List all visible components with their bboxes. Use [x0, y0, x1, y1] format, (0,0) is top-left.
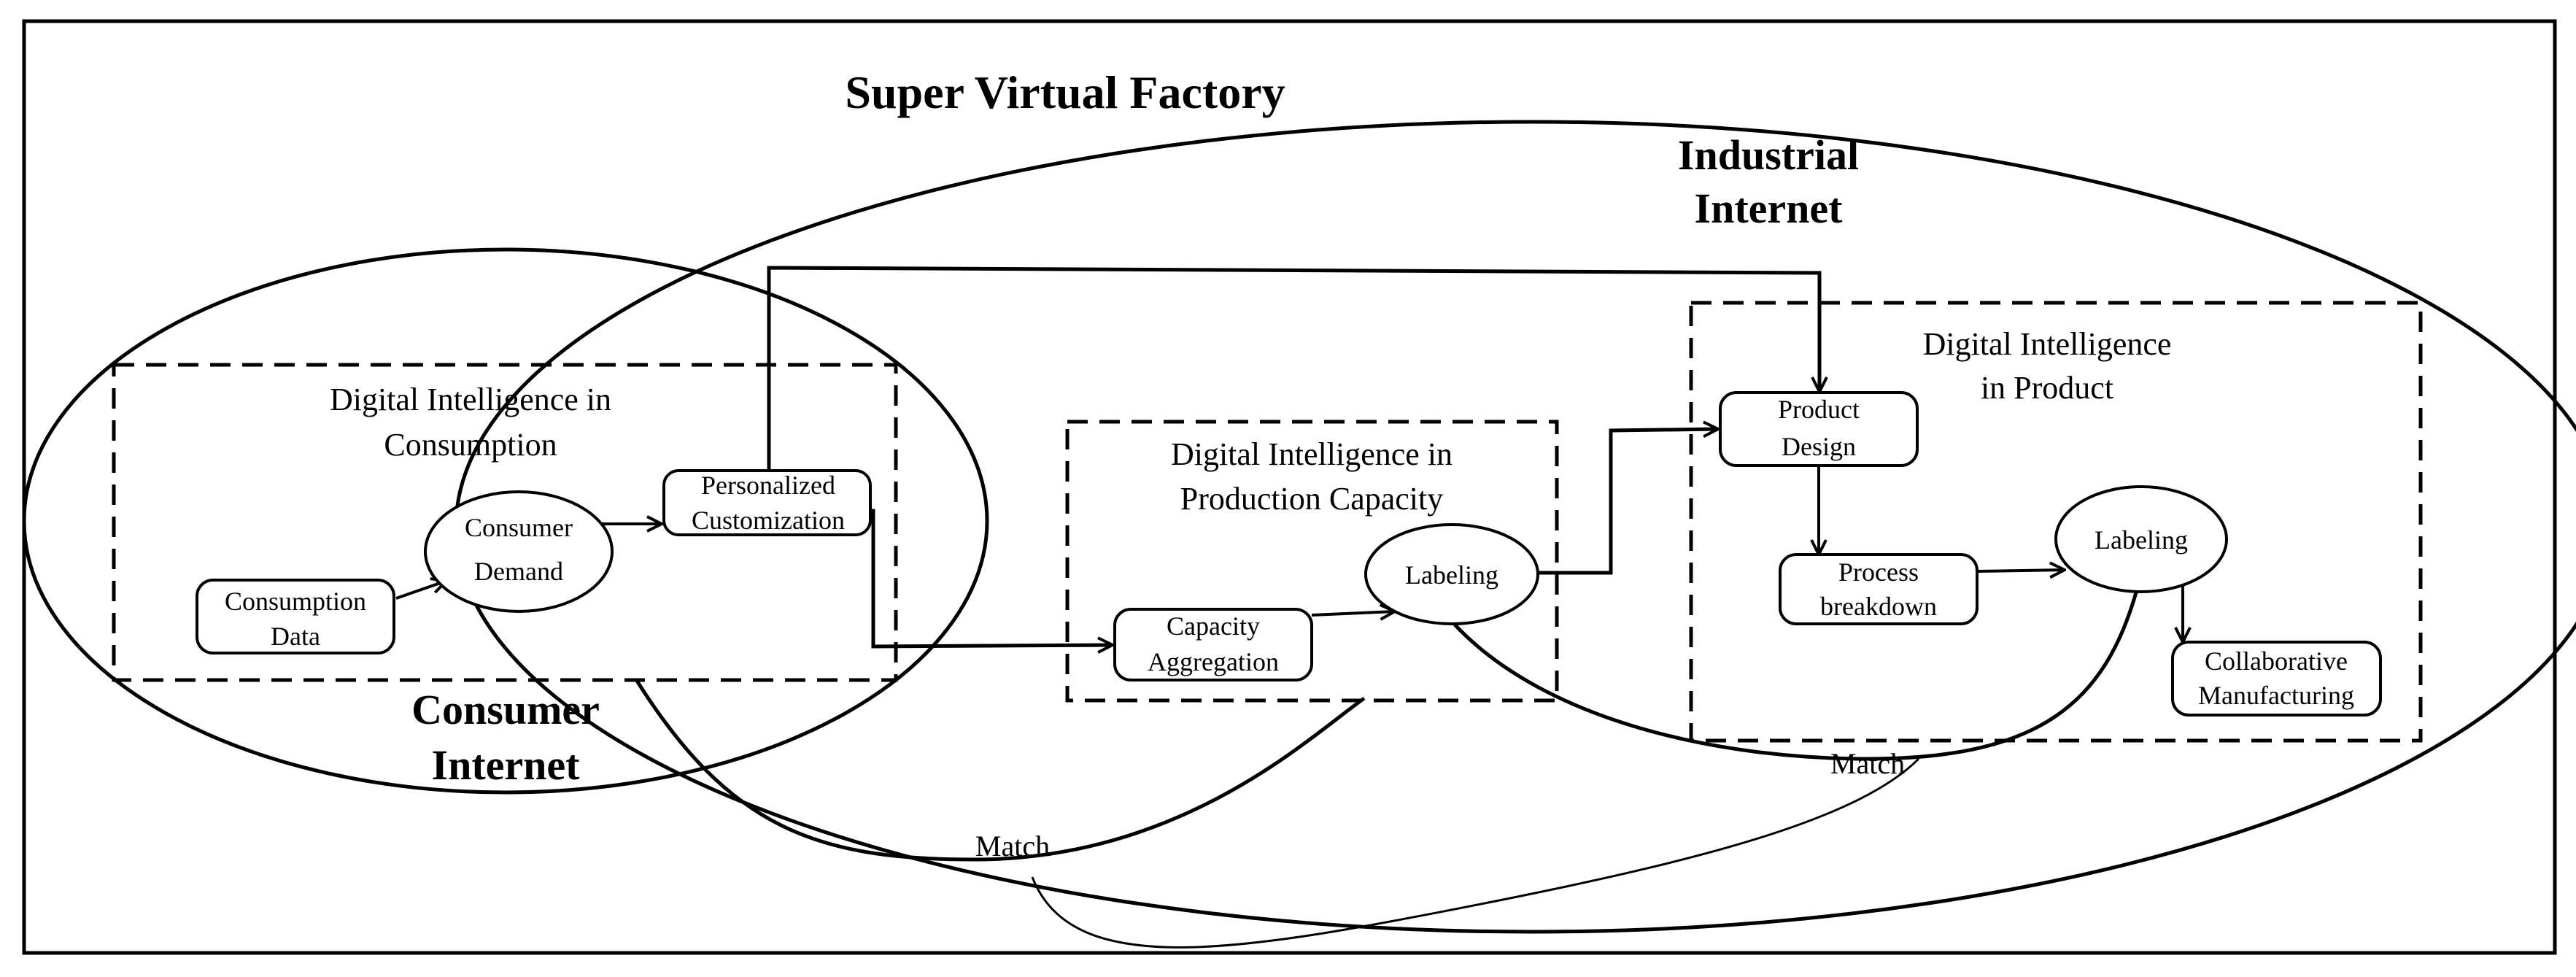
group-consumption-title-line2: Consumption — [384, 427, 557, 463]
node-personalized-customization-line1: Personalized — [701, 471, 835, 500]
node-personalized-customization: Personalized Customization — [662, 469, 872, 536]
node-product-design: Product Design — [1719, 391, 1919, 467]
node-labeling-production-label: Labeling — [1405, 560, 1498, 590]
match-curve-consumer-production — [635, 679, 1366, 862]
match-label-right: Match — [1830, 747, 1905, 780]
group-consumption-title-line1: Digital Intelligence in — [330, 382, 611, 417]
node-collaborative-manufacturing: Collaborative Manufacturing — [2171, 641, 2382, 717]
node-consumption-data-line2: Data — [271, 622, 320, 651]
group-production-box — [1065, 420, 1559, 703]
consumer-internet-label-line1: Consumer — [411, 686, 600, 733]
arrow-labeling-to-product-design — [1536, 429, 1718, 575]
node-product-design-line2: Design — [1782, 432, 1856, 461]
group-production-title-line2: Production Capacity — [1180, 481, 1444, 517]
node-labeling-product: Labeling — [2054, 485, 2228, 593]
node-process-breakdown-line2: breakdown — [1820, 592, 1937, 621]
arrow-process-to-labeling — [1976, 570, 2065, 571]
node-labeling-production: Labeling — [1364, 523, 1539, 625]
node-consumption-data-line1: Consumption — [225, 587, 366, 616]
arrow-customization-to-product-design — [767, 266, 1819, 476]
node-capacity-aggregation: Capacity Aggregation — [1113, 608, 1313, 681]
consumer-internet-label-line2: Internet — [432, 741, 581, 789]
node-collaborative-manufacturing-line1: Collaborative — [2205, 646, 2348, 676]
group-product-title-line1: Digital Intelligence — [1923, 326, 2172, 362]
outer-frame — [22, 19, 2557, 955]
industrial-internet-label-line1: Industrial — [1678, 131, 1859, 179]
match-curve-labeling-labeling — [1453, 592, 2138, 761]
group-product-title-line2: in Product — [1981, 370, 2113, 406]
group-consumption-box — [112, 363, 898, 682]
node-consumer-demand-line1: Consumer — [465, 513, 573, 542]
node-capacity-aggregation-line1: Capacity — [1167, 611, 1260, 641]
diagram-title: Super Virtual Factory — [845, 66, 1285, 118]
node-capacity-aggregation-line2: Aggregation — [1148, 647, 1279, 676]
node-collaborative-manufacturing-line2: Manufacturing — [2198, 681, 2354, 710]
node-process-breakdown: Process breakdown — [1779, 553, 1979, 625]
arrow-capacity-to-labeling — [1311, 611, 1395, 615]
industrial-internet-label-line2: Internet — [1695, 185, 1844, 232]
node-personalized-customization-line2: Customization — [692, 506, 845, 535]
node-product-design-line1: Product — [1778, 395, 1860, 424]
node-consumption-data: Consumption Data — [196, 579, 395, 654]
group-production-title-line1: Digital Intelligence in — [1171, 436, 1453, 472]
arrow-customization-to-capacity — [870, 509, 1113, 646]
group-product-box — [1689, 301, 2423, 743]
node-consumer-demand-line2: Demand — [474, 557, 563, 586]
node-consumer-demand: Consumer Demand — [424, 490, 614, 613]
consumer-internet-ellipse — [22, 247, 989, 795]
node-process-breakdown-line1: Process — [1838, 557, 1919, 587]
match-label-bottom: Match — [975, 830, 1050, 862]
node-labeling-product-label: Labeling — [2095, 525, 2188, 555]
match-link-thin — [1031, 757, 1920, 949]
